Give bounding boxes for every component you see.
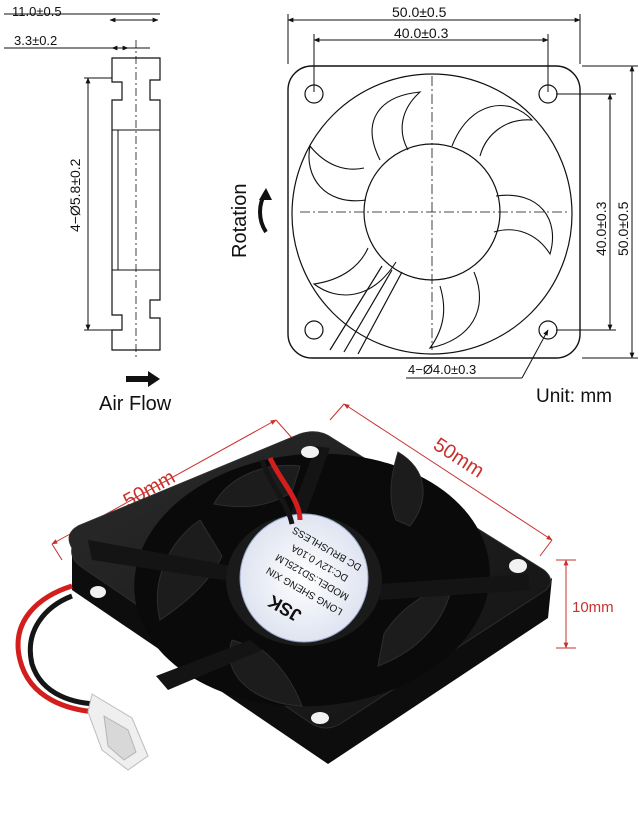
airflow-label: Air Flow	[99, 393, 172, 415]
hole-dim-label: 4−Ø5.8±0.2	[67, 158, 83, 232]
height-outer-dim-label: 50.0±0.5	[615, 201, 631, 256]
height-hole-dim-label: 40.0±0.3	[593, 201, 609, 256]
width-hole-dim-label: 40.0±0.3	[394, 25, 449, 41]
fan-frame-outline	[287, 65, 581, 359]
photo-depth-label: 50mm	[429, 434, 488, 483]
fan-blades-outline	[308, 91, 554, 349]
airflow-arrow-icon	[126, 371, 160, 387]
flange-dim-label: 3.3±0.2	[14, 33, 57, 48]
red-wire	[15, 583, 97, 715]
fan-label-sticker	[239, 513, 369, 643]
mount-hole-bl	[304, 320, 324, 340]
fan-side-profile	[111, 57, 161, 351]
width-outer-dim-label: 50.0±0.5	[392, 4, 447, 20]
mount-hole-tl	[304, 84, 324, 104]
unit-label: Unit: mm	[536, 386, 612, 407]
photo-mount-holes	[90, 446, 527, 724]
wire-connector	[87, 693, 149, 771]
front-view: 50.0±0.5 40.0±0.3 40.0±0.	[229, 4, 638, 407]
black-wire	[27, 593, 101, 707]
rotation-label: Rotation	[229, 184, 251, 259]
thickness-dim-label: 11.0±0.5	[12, 4, 62, 19]
fan-photo: 50mm 50mm 10mm	[15, 403, 614, 771]
mount-hole-dim-label: 4−Ø4.0±0.3	[408, 362, 476, 377]
photo-height-label: 10mm	[572, 599, 614, 616]
side-view: 11.0±0.5 3.3±0.2 4−Ø5.8±0.2 Air Flow	[4, 4, 172, 415]
